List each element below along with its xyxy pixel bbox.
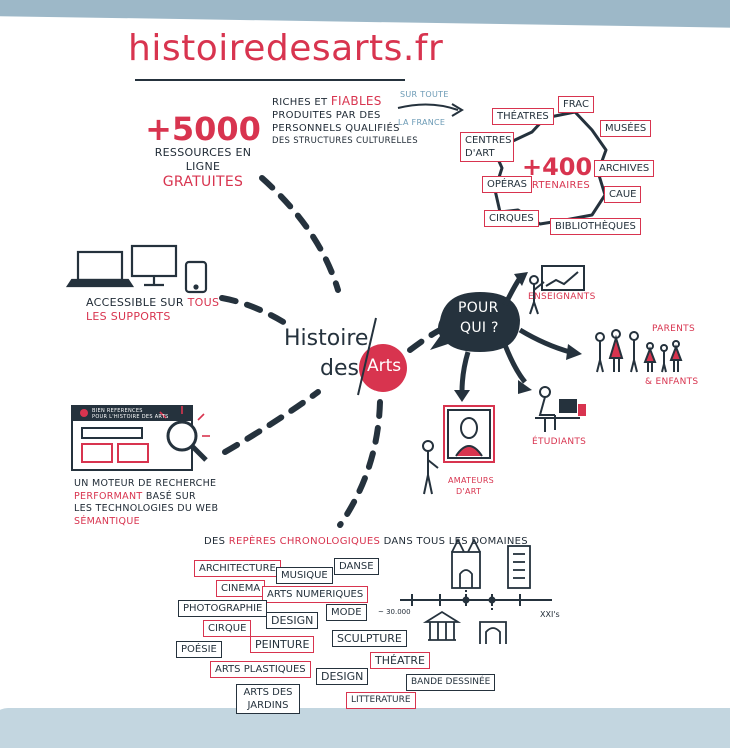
screen-text2: POUR L'HISTOIRE DES ARTS [92, 414, 169, 420]
partner-box-musees: MUSÉES [600, 120, 652, 137]
center-line2: des [320, 356, 359, 381]
pour-qui-bubble [430, 292, 520, 352]
center-line1: Histoire [284, 326, 369, 351]
domain-design-1: DESIGN [266, 612, 319, 629]
supports-highlight: TOUS [187, 296, 220, 309]
domain-litterature: LITTERATURE [346, 692, 416, 709]
domain-arts-jardins: ARTS DES JARDINS [236, 684, 300, 714]
sur-toute-line1: SUR TOUTE [400, 90, 449, 99]
timeline-start: ~ 30.000 [378, 608, 411, 616]
pour-qui-line2: QUI ? [460, 320, 499, 336]
audience-parents: PARENTS [652, 324, 695, 334]
stat-number: +5000 [145, 110, 261, 148]
domain-poesie: POÉSIE [176, 641, 222, 658]
fiables-line4: DES STRUCTURES CULTURELLES [272, 136, 418, 146]
reperes-heading: DES REPÈRES CHRONOLOGIQUES DANS TOUS LES… [204, 536, 528, 547]
arrow-to-france [397, 103, 459, 111]
family-icon [595, 329, 683, 373]
spoke-reperes [337, 399, 383, 528]
center-circle [359, 344, 407, 392]
fiables-highlight: FIABLES [330, 94, 382, 108]
teacher-icon [529, 265, 585, 315]
center-line3: Arts [367, 356, 402, 376]
timeline-end: XXI's [540, 610, 560, 619]
search-screen-icon [71, 405, 210, 471]
domain-theatre: THÉATRE [370, 652, 430, 669]
timeline [400, 590, 552, 612]
partner-box-archives: ARCHIVES [594, 160, 655, 177]
domain-arts-numeriques: ARTS NUMERIQUES [262, 586, 369, 603]
fiables-line3: PERSONNELS QUALIFIÉS [272, 123, 400, 134]
partner-box-operas: OPÉRAS [482, 176, 532, 193]
partners-label: PARTENAIRES [519, 180, 591, 191]
stat-line2: LIGNE [185, 160, 221, 173]
spoke-ressources [259, 175, 341, 293]
domain-mode: MODE [326, 604, 367, 621]
spoke-supports [219, 295, 293, 329]
partner-box-caue: CAUE [604, 186, 642, 203]
domain-architecture: ARCHITECTURE [194, 560, 281, 577]
diagram-drawing [65, 103, 683, 644]
domain-danse: DANSE [334, 558, 379, 575]
moteur-text: UN MOTEUR DE RECHERCHE PERFORMANT BASÉ S… [74, 478, 218, 528]
partner-box-bibliotheques: BIBLIOTHÈQUES [550, 218, 641, 235]
moteur-highlight: PERFORMANT [74, 490, 143, 502]
stat-line1: RESSOURCES EN [154, 146, 252, 159]
moteur-line4: SÉMANTIQUE [74, 515, 140, 527]
pour-qui-line1: POUR [458, 300, 499, 316]
audience-arrows [459, 276, 571, 393]
domain-arts-plastiques: ARTS PLASTIQUES [210, 661, 311, 678]
spoke-pourqui [407, 327, 443, 353]
domain-design-2: DESIGN [316, 668, 369, 685]
partner-box-frac: FRAC [558, 96, 594, 113]
center-slash [357, 317, 377, 396]
partner-box-cirques: CIRQUES [484, 210, 539, 227]
supports-text: ACCESSIBLE SUR TOUS LES SUPPORTS [86, 296, 219, 324]
audience-amateurs2: D'ART [456, 487, 482, 496]
audience-enseignants: ENSEIGNANTS [528, 292, 596, 302]
screen-text1: BIEN REFERENCES [92, 408, 143, 414]
moteur-line3: LES TECHNOLOGIES DU WEB [74, 503, 219, 514]
fiables-line1: RICHES ET [272, 97, 328, 108]
reperes-highlight: REPÈRES CHRONOLOGIQUES [228, 536, 381, 547]
devices-icon [65, 244, 208, 294]
spoke-moteur [222, 389, 321, 455]
reperes-pre: DES [204, 536, 226, 547]
partners-number: +400 [522, 153, 593, 181]
student-icon [535, 386, 586, 432]
stat-line3: GRATUITES [162, 174, 244, 190]
sur-toute-line2: LA FRANCE [398, 118, 446, 127]
fiables-line2: PRODUITES PAR DES [272, 110, 381, 121]
audience-amateurs1: AMATEURS [448, 476, 495, 485]
site-title[interactable]: histoiredesarts.fr [128, 28, 444, 69]
reperes-post: DANS TOUS LES DOMAINES [383, 536, 528, 547]
moteur-line1: UN MOTEUR DE RECHERCHE [74, 478, 217, 489]
partner-box-theatres: THÉATRES [492, 108, 554, 125]
audience-etudiants: ÉTUDIANTS [532, 437, 587, 447]
stat-ressources: +5000 RESSOURCES EN LIGNE GRATUITES [138, 112, 268, 190]
supports-line2: LES SUPPORTS [86, 310, 171, 323]
title-underline [135, 79, 405, 81]
domain-sculpture: SCULPTURE [332, 630, 407, 647]
domain-peinture: PEINTURE [250, 636, 315, 653]
domain-cinema: CINEMA [216, 580, 266, 597]
art-lover-icon [422, 405, 495, 495]
audience-enfants: & ENFANTS [645, 377, 699, 387]
dashed-spokes [219, 175, 443, 528]
domain-cirque: CIRQUE [203, 620, 252, 637]
domain-musique: MUSIQUE [276, 567, 333, 584]
partner-box-centres: CENTRES D'ART [460, 132, 514, 162]
moteur-line2: BASÉ SUR [145, 490, 196, 502]
buildings-icon [422, 537, 531, 644]
supports-line1: ACCESSIBLE SUR [86, 296, 184, 309]
domain-bande-dessinee: BANDE DESSINÉE [406, 674, 496, 691]
domain-photographie: PHOTOGRAPHIE [178, 600, 268, 617]
fiables-text: RICHES ET FIABLES PRODUITES PAR DES PERS… [272, 95, 418, 148]
